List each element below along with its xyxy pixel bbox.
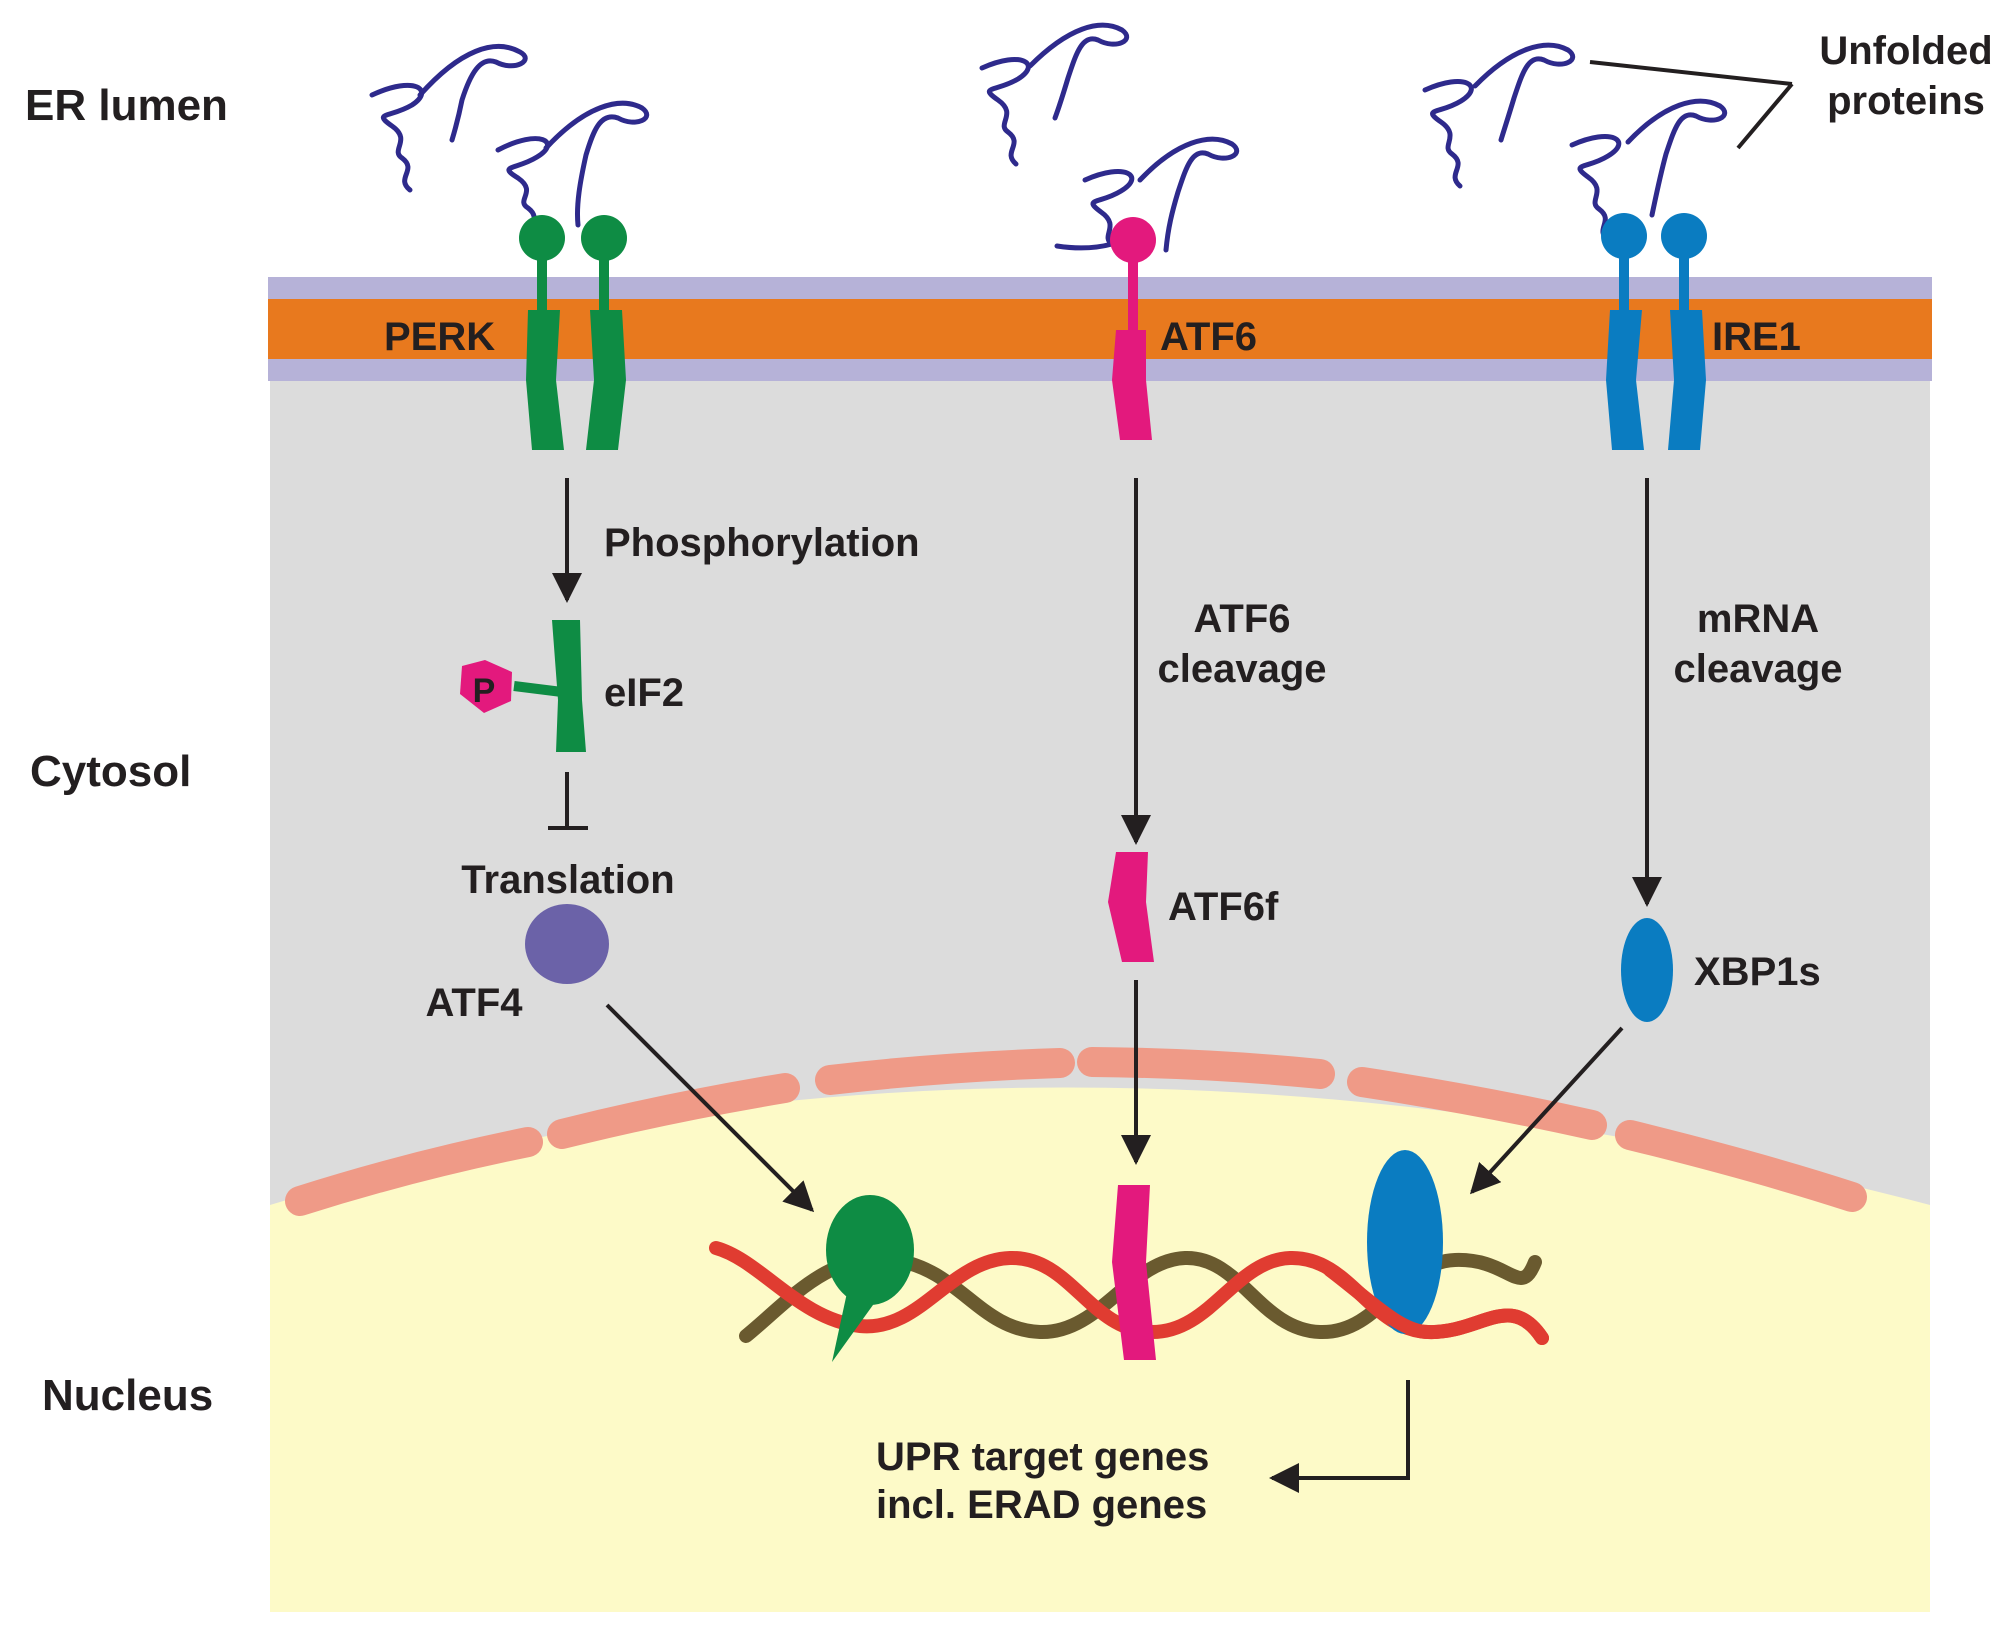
atf6-cleavage-label-2: cleavage: [1157, 647, 1326, 691]
xbp1s-label: XBP1s: [1694, 950, 1821, 994]
atf6-receptor: [1110, 217, 1156, 440]
pathway-arrows: [548, 478, 1662, 1493]
region-label-nucleus: Nucleus: [42, 1371, 213, 1420]
mrna-cleavage-label-2: cleavage: [1673, 647, 1842, 691]
phosphorylation-label: Phosphorylation: [604, 521, 920, 565]
unfolded-proteins-label-2: proteins: [1827, 79, 1985, 123]
eif2-protein: [460, 620, 586, 752]
xbp1s-bound-factor: [1367, 1150, 1443, 1334]
atf4-label: ATF4: [425, 981, 523, 1025]
eif2-label: eIF2: [604, 671, 684, 715]
arrow-target-genes: [1269, 1380, 1410, 1493]
sensor-label-perk: PERK: [384, 315, 495, 359]
atf4-bound-factor: [826, 1195, 914, 1362]
phosphate-label: P: [473, 672, 496, 710]
unfolded-protein-2: [495, 100, 650, 241]
arrow-atf4-to-dna: [605, 1003, 815, 1213]
region-label-cytosol: Cytosol: [30, 747, 191, 796]
membrane-outer-bottom: [268, 359, 1932, 381]
upr-target-genes-label-1: UPR target genes: [876, 1435, 1209, 1479]
atf6f-label: ATF6f: [1168, 885, 1279, 929]
arrow-xbp1s-to-dna: [1469, 1026, 1624, 1195]
atf4-protein: [525, 904, 609, 984]
unfolded-protein-1: [369, 43, 528, 193]
dna-strand-red-overlay: [1323, 1263, 1549, 1345]
unfolded-proteins: [369, 22, 1728, 253]
ire1-receptor: [1601, 213, 1707, 450]
unfolded-protein-4: [1054, 136, 1240, 253]
atf6f-bound-factor: [1112, 1185, 1156, 1360]
upr-target-genes-label-2: incl. ERAD genes: [876, 1483, 1207, 1527]
nuclear-envelope: [285, 1047, 1867, 1216]
atf6f-fragment: [1108, 852, 1154, 962]
unfolded-protein-6: [1569, 98, 1728, 243]
perk-receptor: [519, 215, 627, 450]
unfolded-protein-5: [1422, 42, 1576, 189]
unfolded-proteins-label-1: Unfolded: [1819, 29, 1992, 73]
unfolded-protein-3: [979, 22, 1130, 167]
atf6-cleavage-label-1: ATF6: [1193, 597, 1290, 641]
region-label-er-lumen: ER lumen: [25, 81, 228, 130]
xbp1s-protein: [1621, 918, 1673, 1022]
phosphate-badge: [460, 660, 512, 713]
sensor-label-atf6: ATF6: [1160, 315, 1257, 359]
translation-label: Translation: [461, 858, 674, 902]
nucleus-region: [270, 1087, 1930, 1612]
mrna-cleavage-label-1: mRNA: [1697, 597, 1819, 641]
unfolded-label-pointer: [1589, 60, 1794, 150]
sensor-label-ire1: IRE1: [1712, 315, 1801, 359]
